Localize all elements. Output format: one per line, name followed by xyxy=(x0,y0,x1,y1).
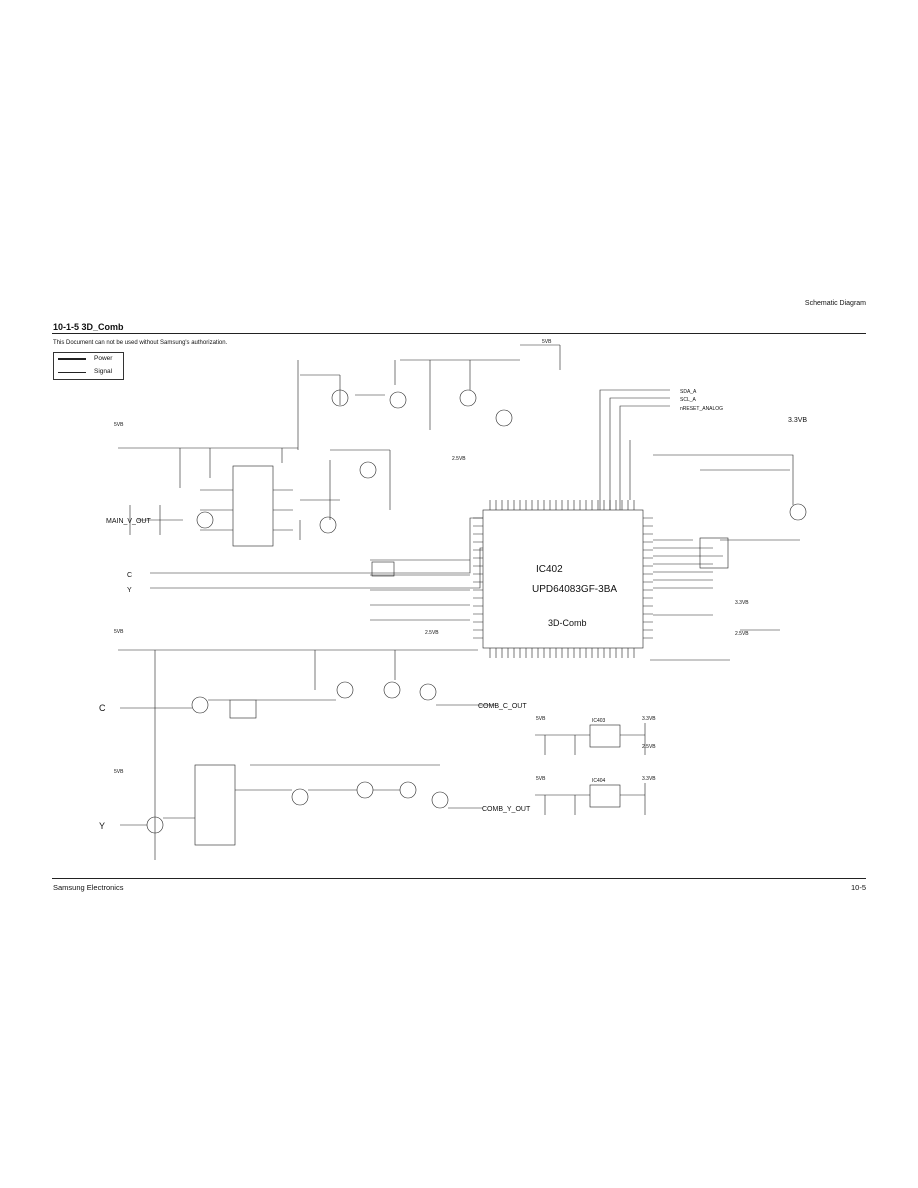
rail-label-33vb-a: 3.3VB xyxy=(642,716,656,722)
document-header: Schematic Diagram xyxy=(804,300,866,307)
main-v-out-wiring xyxy=(129,505,183,535)
transistor-q403 xyxy=(459,389,477,407)
rail-label-5vb-a: 5VB xyxy=(114,422,124,428)
lower-filter-ic xyxy=(194,764,236,846)
port-y: Y xyxy=(99,821,105,831)
rail-5vb-bottom xyxy=(118,649,478,860)
upper-filter-ic xyxy=(232,465,274,547)
power-line-sample xyxy=(58,358,86,360)
ic402-pins-bottom xyxy=(489,648,635,658)
port-y-top: Y xyxy=(127,587,132,594)
ic402-pins-right xyxy=(643,517,653,639)
ic-left-bus xyxy=(370,559,470,621)
ic403-wiring xyxy=(535,723,646,755)
rail-label-33vb-b: 3.3VB xyxy=(642,776,656,782)
legend-row-power: Power xyxy=(54,353,123,366)
right-power-wiring xyxy=(653,454,800,541)
transistor-q405 xyxy=(359,461,377,479)
port-scl: SCL_A xyxy=(680,397,697,403)
port-comb-c-out: COMB_C_OUT xyxy=(478,703,527,710)
rail-5vb-top xyxy=(118,360,299,488)
header-rule xyxy=(52,333,866,334)
ic403-ref: IC403 xyxy=(592,718,606,724)
ic402-ref: IC402 xyxy=(536,564,563,575)
port-main-v-out: MAIN_V_OUT xyxy=(106,518,151,525)
y-signal-path xyxy=(120,764,483,826)
port-comb-y-out: COMB_Y_OUT xyxy=(482,806,531,813)
ic402-function: 3D-Comb xyxy=(548,618,587,628)
port-reset: nRESET_ANALOG xyxy=(680,406,723,412)
transistor-q419 xyxy=(356,781,374,799)
rail-label-5vb-c: 5VB xyxy=(114,769,124,775)
section-title: 10-1-5 3D_Comb xyxy=(53,322,124,332)
port-c-top: C xyxy=(127,572,132,579)
rail-label-33vb-right: 3.3VB xyxy=(788,417,807,424)
ic404-body xyxy=(589,784,621,808)
footer-rule xyxy=(52,878,866,879)
ic403-body xyxy=(589,724,621,748)
top-mid-wiring xyxy=(299,449,391,540)
top-rail-wiring xyxy=(300,344,561,430)
port-c: C xyxy=(99,703,106,713)
transistor-q411 xyxy=(331,389,349,407)
crystal-block xyxy=(371,561,395,577)
legend-label-signal: Signal xyxy=(94,368,113,375)
rail-label-33vb-mid: 3.3VB xyxy=(735,600,749,606)
rail-label-5vb-b: 5VB xyxy=(114,629,124,635)
ic404-wiring xyxy=(535,783,646,815)
rail-label-25vb-d: 2.5VB xyxy=(642,744,656,750)
port-sda: SDA_A xyxy=(680,389,697,395)
legend-row-signal: Signal xyxy=(54,366,123,379)
c-signal-path xyxy=(120,699,496,709)
authorization-notice: This Document can not be used without Sa… xyxy=(53,340,228,346)
transistor-q404 xyxy=(495,409,513,427)
schematic-labels: IC402 UPD64083GF-3BA 3D-Comb MAIN_V_OUT … xyxy=(99,339,807,831)
rail-label-25vb-a: 2.5VB xyxy=(452,456,466,462)
ic-right-lower xyxy=(650,614,780,661)
rail-label-25vb-b: 2.5VB xyxy=(425,630,439,636)
legend-label-power: Power xyxy=(94,355,113,362)
transistor-q414 xyxy=(383,681,401,699)
ic-right-bus xyxy=(653,539,723,589)
transistor-q406 xyxy=(319,516,337,534)
filter-ic-pins xyxy=(200,489,293,531)
rail-label-5vb-d: 5VB xyxy=(536,716,546,722)
transistor-q413 xyxy=(336,681,354,699)
page-number: 10-5 xyxy=(850,883,866,892)
rail-label-5vb-e: 5VB xyxy=(536,776,546,782)
transistor-q412 xyxy=(191,696,209,714)
ic402-pins-top xyxy=(489,500,635,510)
ic404-ref: IC404 xyxy=(592,778,606,784)
ic402-part: UPD64083GF-3BA xyxy=(532,584,617,595)
ic402-body xyxy=(482,509,644,649)
rail-label-25vb-c: 2.5VB xyxy=(735,631,749,637)
rail-label-5vb-top: 5VB xyxy=(542,339,552,345)
transistor-q418 xyxy=(291,788,309,806)
trap-filter xyxy=(229,699,257,719)
line-legend: Power Signal xyxy=(53,352,124,380)
transistor-q415 xyxy=(419,683,437,701)
ic402-pins-left xyxy=(473,517,483,639)
osc-crystal xyxy=(699,537,729,569)
i2c-bus-lines xyxy=(599,389,670,510)
transistor-q402 xyxy=(389,391,407,409)
transistor-upper-left xyxy=(196,511,214,529)
cy-input-bus xyxy=(150,517,483,589)
transistor-q421 xyxy=(431,791,449,809)
signal-line-sample xyxy=(58,372,86,373)
transistor-q420 xyxy=(399,781,417,799)
transistor-q407 xyxy=(789,503,807,521)
footer-company: Samsung Electronics xyxy=(53,883,124,892)
